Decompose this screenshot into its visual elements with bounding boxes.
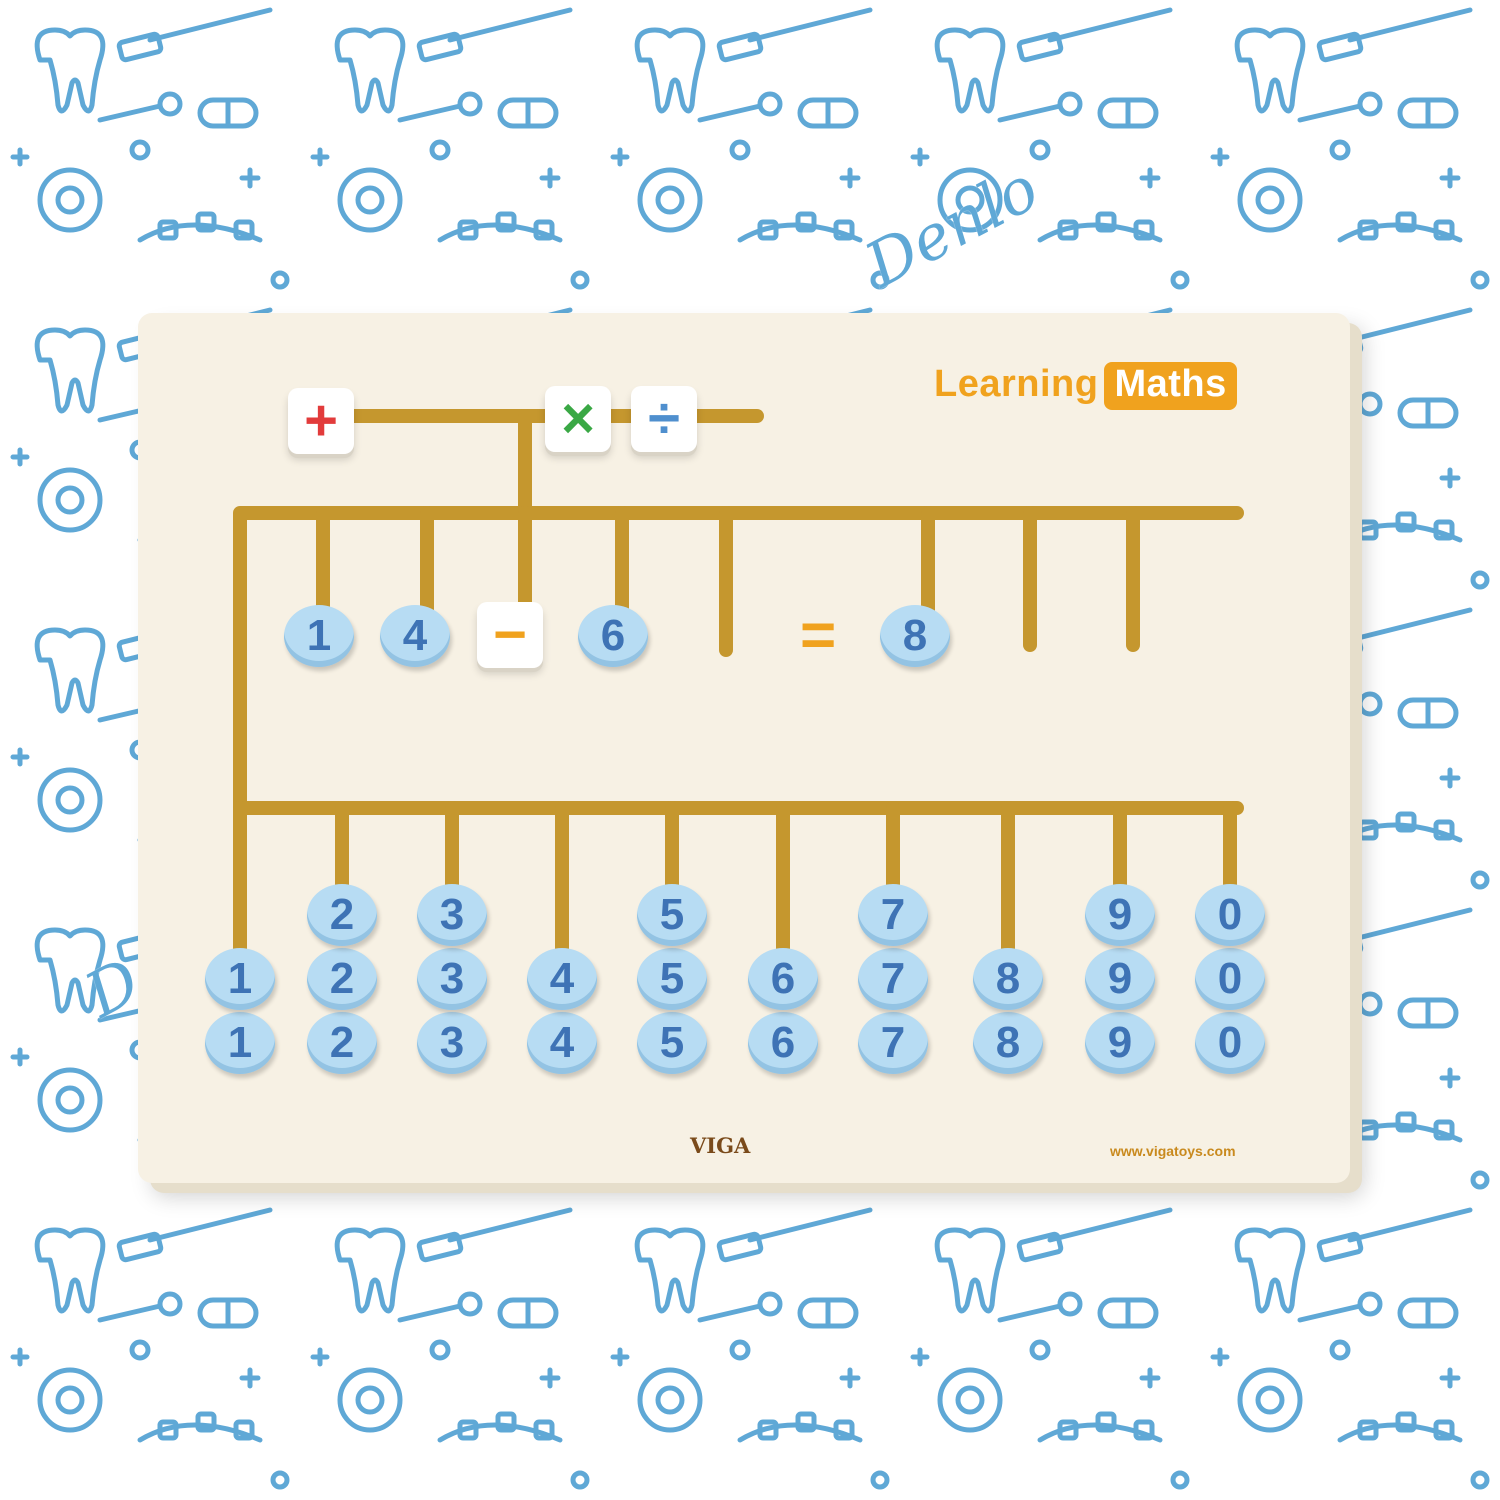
number-bead-8[interactable]: 8	[973, 1012, 1043, 1074]
plus-symbol: +	[304, 388, 338, 453]
number-bead-9[interactable]: 9	[1085, 1012, 1155, 1074]
number-bead-2[interactable]: 2	[307, 948, 377, 1010]
divide-symbol: ÷	[648, 386, 680, 451]
number-bead-3[interactable]: 3	[417, 884, 487, 946]
title-badge: Maths	[1104, 362, 1237, 410]
title-word: Learning	[934, 363, 1099, 405]
equation-bead[interactable]: 4	[380, 605, 450, 667]
number-bead-5[interactable]: 5	[637, 948, 707, 1010]
plus-operator-tile[interactable]: +	[288, 388, 354, 454]
number-bead-4[interactable]: 4	[527, 948, 597, 1010]
divide-operator-tile[interactable]: ÷	[631, 386, 697, 452]
number-bead-2[interactable]: 2	[307, 884, 377, 946]
number-bead-1[interactable]: 1	[205, 1012, 275, 1074]
number-bead-9[interactable]: 9	[1085, 948, 1155, 1010]
equation-bead[interactable]: 6	[578, 605, 648, 667]
minus-symbol: −	[493, 602, 527, 667]
equation-bead[interactable]: 8	[880, 605, 950, 667]
brand-label: VIGA	[690, 1133, 751, 1158]
number-bead-0[interactable]: 0	[1195, 884, 1265, 946]
multiply-operator-tile[interactable]: ×	[545, 386, 611, 452]
number-bead-8[interactable]: 8	[973, 948, 1043, 1010]
number-bead-3[interactable]: 3	[417, 948, 487, 1010]
number-bead-5[interactable]: 5	[637, 884, 707, 946]
number-bead-0[interactable]: 0	[1195, 948, 1265, 1010]
number-bead-2[interactable]: 2	[307, 1012, 377, 1074]
number-bead-9[interactable]: 9	[1085, 884, 1155, 946]
equation-bead[interactable]: 1	[284, 605, 354, 667]
equals-sign: =	[800, 601, 837, 670]
website-label: www.vigatoys.com	[1110, 1143, 1236, 1159]
number-bead-0[interactable]: 0	[1195, 1012, 1265, 1074]
number-bead-6[interactable]: 6	[748, 948, 818, 1010]
number-bead-5[interactable]: 5	[637, 1012, 707, 1074]
number-bead-3[interactable]: 3	[417, 1012, 487, 1074]
multiply-symbol: ×	[561, 386, 595, 451]
minus-operator-tile[interactable]: −	[477, 602, 543, 668]
number-bead-4[interactable]: 4	[527, 1012, 597, 1074]
number-bead-1[interactable]: 1	[205, 948, 275, 1010]
number-bead-7[interactable]: 7	[858, 1012, 928, 1074]
number-bead-6[interactable]: 6	[748, 1012, 818, 1074]
number-bead-7[interactable]: 7	[858, 948, 928, 1010]
number-bead-7[interactable]: 7	[858, 884, 928, 946]
